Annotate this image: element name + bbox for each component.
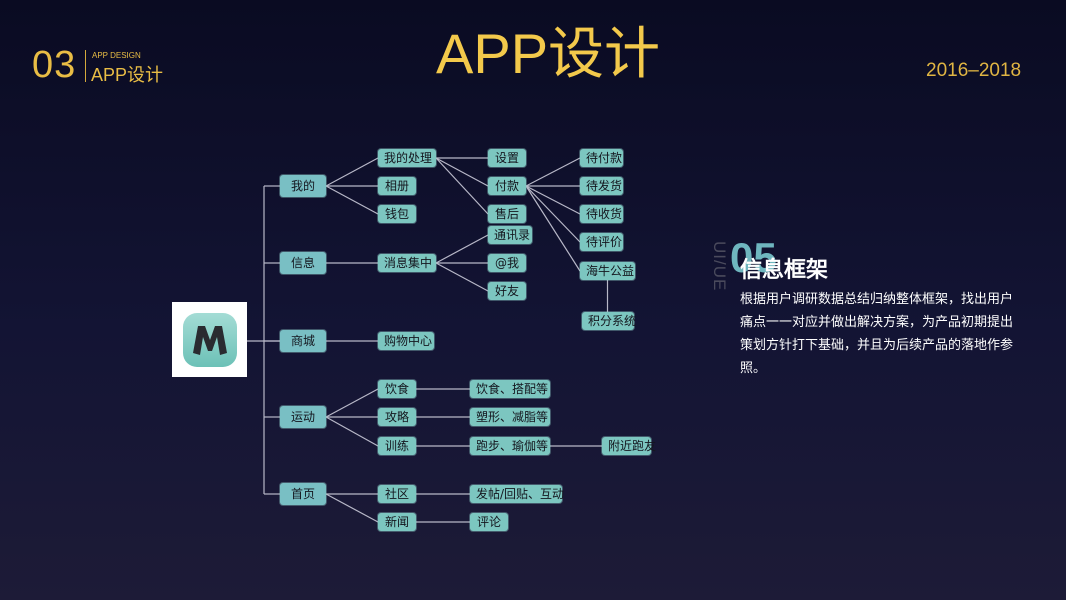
tree-node-xunlian: 训练 <box>378 437 416 455</box>
tree-node-tongxunlu: 通讯录 <box>488 226 532 244</box>
tree-node-shouhou: 售后 <box>488 205 526 223</box>
tree-node-yinshi: 饮食 <box>378 380 416 398</box>
tree-node-suxing: 塑形、减脂等 <box>470 408 550 426</box>
tree-node-yinshidapei: 饮食、搭配等 <box>470 380 550 398</box>
tree-node-xiaoxi: 消息集中 <box>378 254 436 272</box>
tree-node-daishouhuo: 待收货 <box>580 205 623 223</box>
tree-node-daifahuo: 待发货 <box>580 177 623 195</box>
connector-xinwen <box>325 493 379 523</box>
tree-node-xinwen: 新闻 <box>378 513 416 531</box>
tree-node-pinglun: 评论 <box>470 513 508 531</box>
tree-node-fatie: 发帖/回贴、互动 <box>470 485 564 503</box>
connector-haoyou <box>435 262 489 292</box>
side-description: 根据用户调研数据总结归纳整体框架，找出用户痛点一一对应并做出解决方案，为产品初期… <box>740 292 1014 376</box>
connector-wodechuli <box>325 157 379 187</box>
tree-node-yundong: 运动 <box>280 406 326 428</box>
section-english-label: APP DESIGN <box>92 51 141 60</box>
tree-node-xinxi: 信息 <box>280 252 326 274</box>
connector-qianbao <box>325 185 379 215</box>
page-title: APP设计 <box>436 22 661 85</box>
tree-node-wodechuli: 我的处理 <box>378 149 436 167</box>
tree-node-fujin: 附近跑友 <box>602 437 656 455</box>
connector-daishouhuo <box>525 185 581 215</box>
tree-node-daifukuan: 待付款 <box>580 149 623 167</box>
tree-node-shangcheng: 商城 <box>280 330 326 352</box>
connector-yinshi <box>325 388 379 418</box>
connector-daifukuan <box>525 157 581 187</box>
tree-node-qianbao: 钱包 <box>378 205 416 223</box>
section-chinese-label: APP设计 <box>91 65 164 85</box>
connector-xunlian <box>325 416 379 447</box>
connector-tongxunlu <box>435 234 489 264</box>
tree-node-wode: 我的 <box>280 175 326 197</box>
side-title: 信息框架 <box>740 258 829 283</box>
tree-node-gonglue: 攻略 <box>378 408 416 426</box>
tree-node-shequ: 社区 <box>378 485 416 503</box>
connector-hainiu <box>525 185 581 272</box>
app-logo <box>172 302 247 377</box>
tree-node-daipingjia: 待评价 <box>580 233 623 251</box>
side-vertical-label: UI/UE <box>710 241 729 292</box>
tree-node-xiangce: 相册 <box>378 177 416 195</box>
tree-node-jifen: 积分系统 <box>582 312 636 330</box>
tree-node-hainiu: 海牛公益 <box>580 262 635 280</box>
section-divider <box>85 50 86 82</box>
tree-node-haoyou: 好友 <box>488 282 526 300</box>
app-logo-icon <box>183 313 237 367</box>
tree-node-fukuan: 付款 <box>488 177 526 195</box>
tree-node-shouye: 首页 <box>280 483 326 505</box>
year-range: 2016–2018 <box>926 60 1022 81</box>
section-number: 03 <box>32 44 77 86</box>
connector-shouhou <box>435 157 489 215</box>
tree-node-shezhi: 设置 <box>488 149 526 167</box>
connector-daipingjia <box>525 185 581 243</box>
tree-node-atwo: @我 <box>488 254 526 272</box>
tree-node-paobu: 跑步、瑜伽等 <box>470 437 550 455</box>
connector-fukuan <box>435 157 489 187</box>
tree-node-gouwu: 购物中心 <box>378 332 434 350</box>
side-number: 05 <box>730 234 777 281</box>
